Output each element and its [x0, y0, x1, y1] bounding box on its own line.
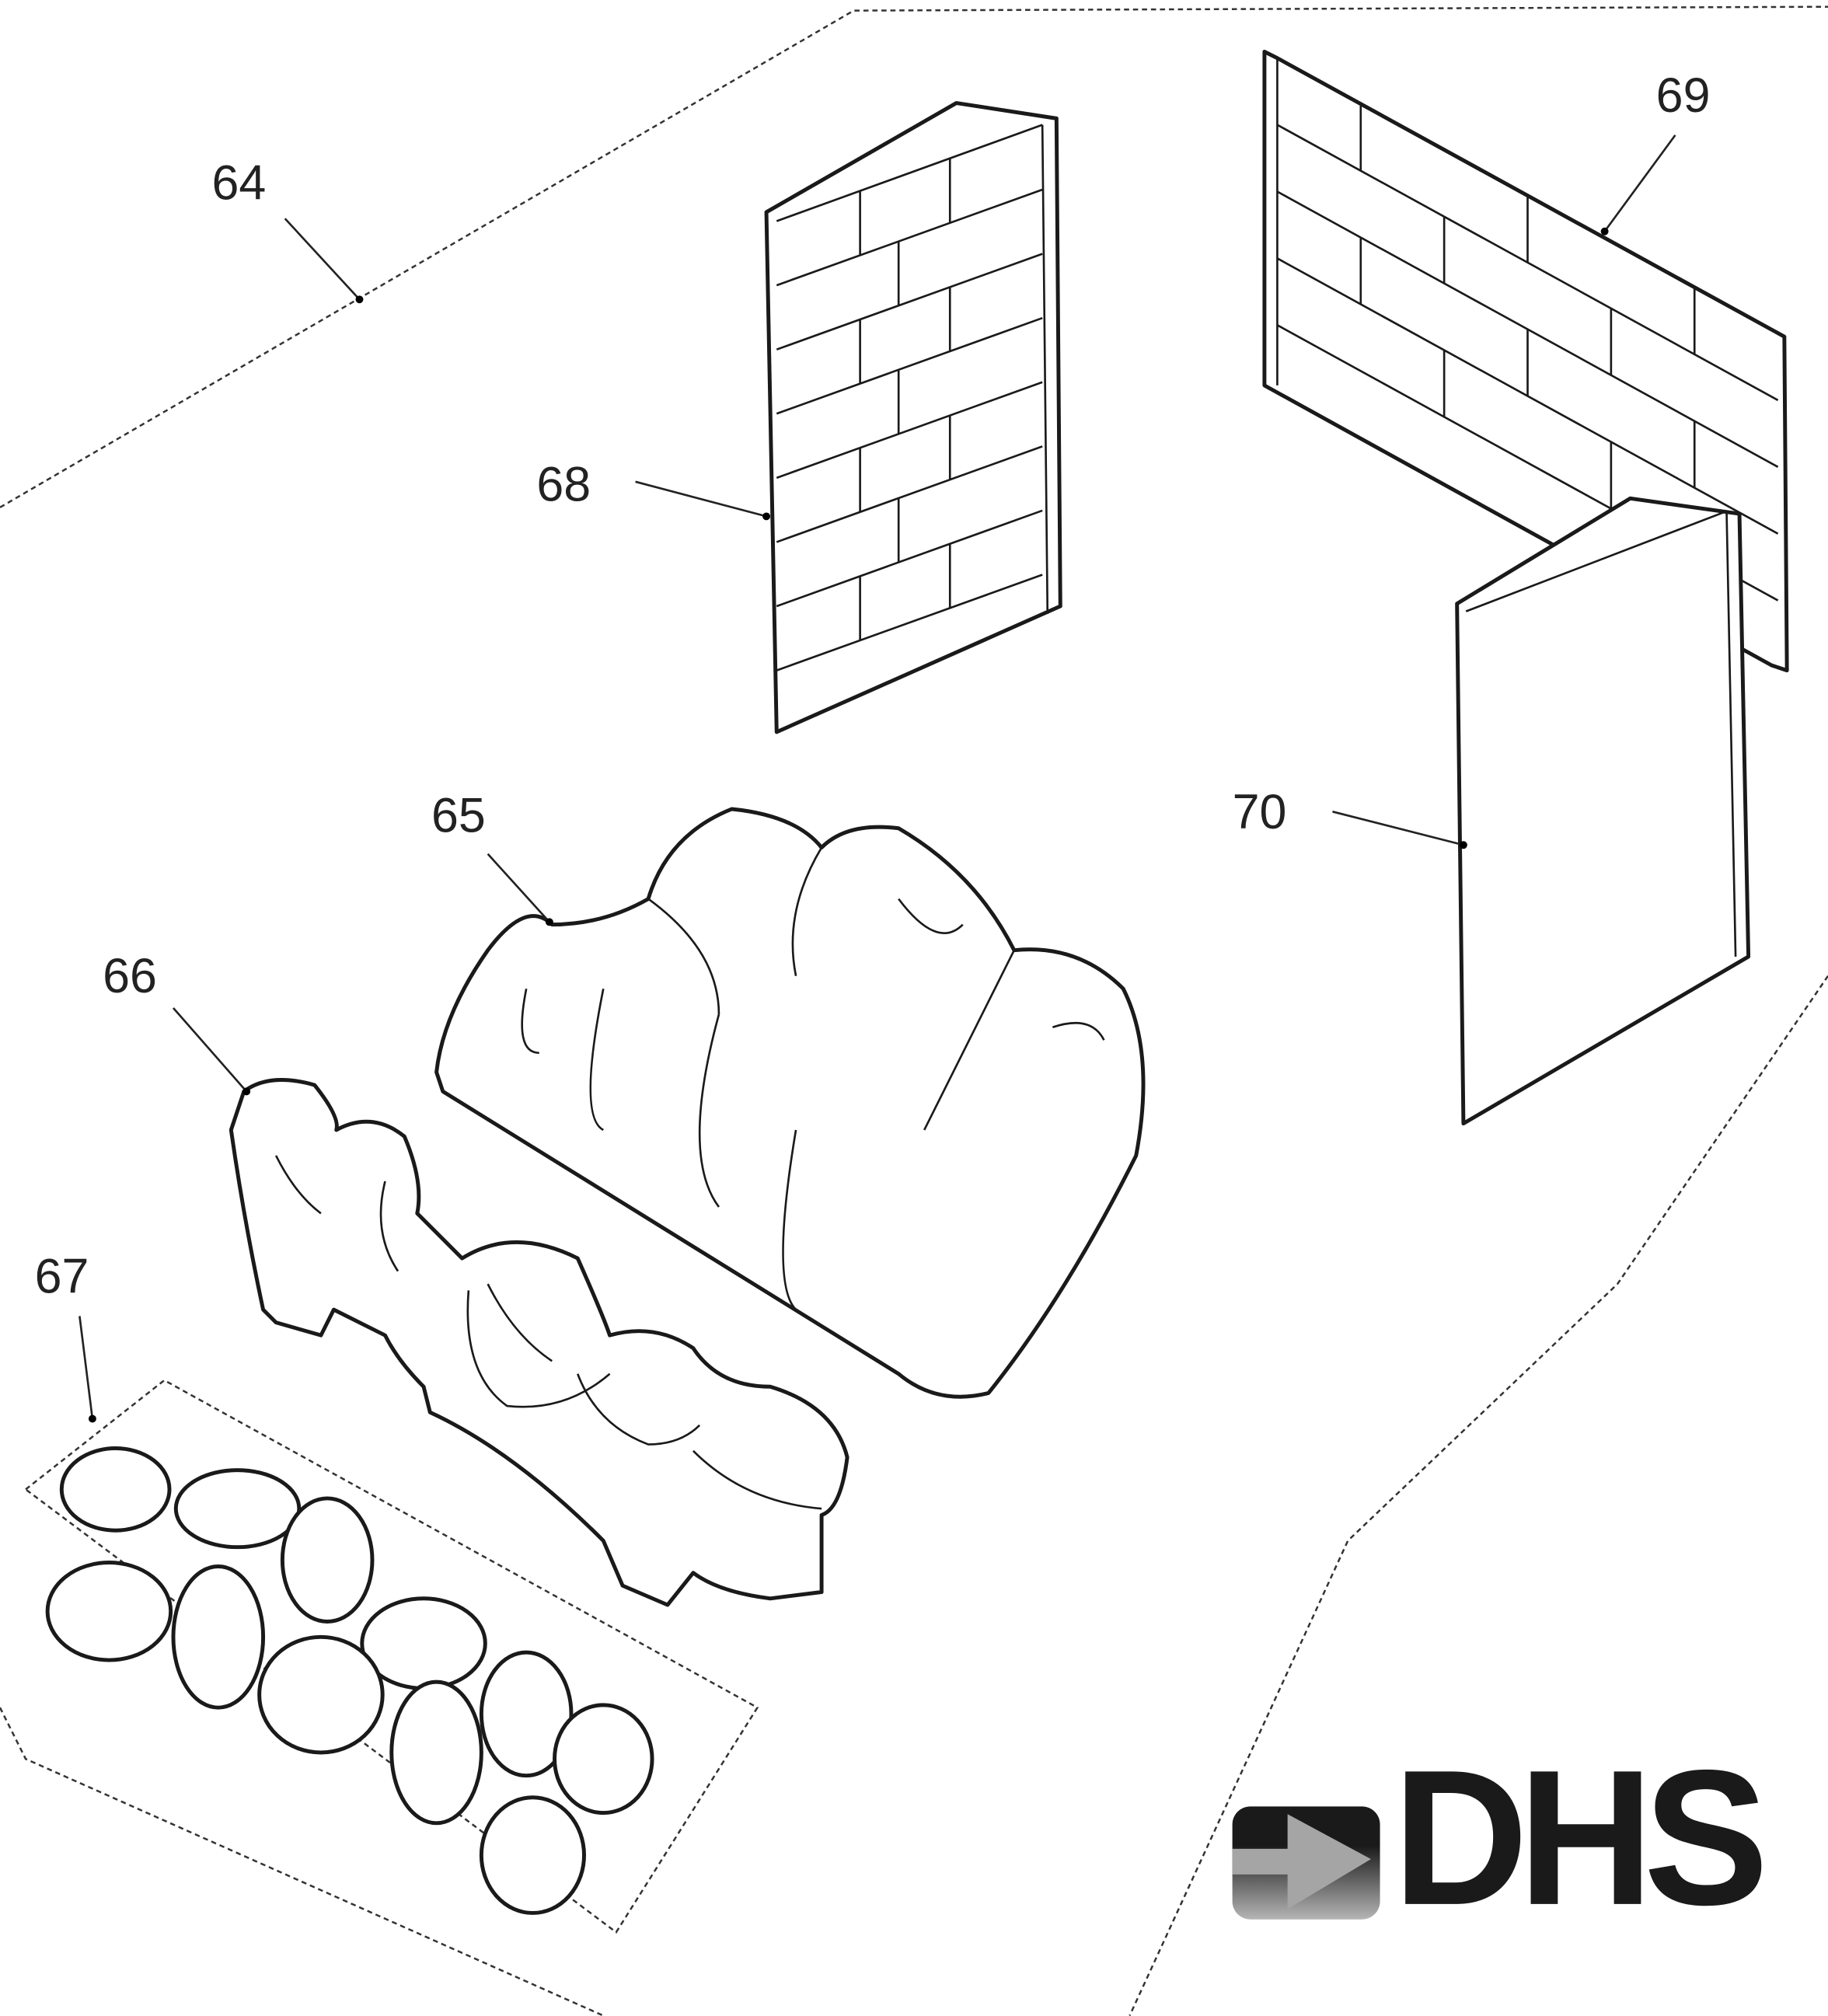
- embers: [24, 1379, 759, 1934]
- brick-joint: [776, 381, 1043, 480]
- dhs-logo: DHS: [1232, 1730, 1772, 1945]
- label-70: 70: [1233, 785, 1287, 839]
- ember-stone: [171, 1564, 266, 1710]
- brick-joint: [776, 574, 1043, 671]
- rear-log: [434, 807, 1146, 1399]
- label-66: 66: [103, 949, 157, 1003]
- label-69: 69: [1656, 68, 1711, 123]
- ember-stone: [553, 1703, 654, 1815]
- callouts: 64 65 66 67 68 69 70: [35, 68, 1711, 1423]
- label-65: 65: [431, 789, 486, 843]
- ember-stone: [45, 1561, 173, 1662]
- brick-joint: [776, 509, 1043, 608]
- label-67: 67: [35, 1250, 89, 1304]
- ember-stone: [479, 1650, 574, 1778]
- side-brick-panel: [764, 101, 1062, 734]
- brick-joint: [776, 253, 1043, 351]
- ember-stone: [59, 1446, 172, 1533]
- brick-joint: [776, 188, 1043, 287]
- ember-stone: [389, 1679, 483, 1826]
- base-outline: [0, 5, 1828, 2016]
- svg-text:DHS: DHS: [1393, 1730, 1762, 1945]
- ember-stone: [257, 1634, 385, 1755]
- label-68: 68: [536, 458, 591, 512]
- label-64: 64: [212, 155, 267, 210]
- ember-stone: [173, 1468, 302, 1550]
- brick-joint: [776, 445, 1043, 543]
- front-log: [228, 1078, 849, 1607]
- ember-stone: [280, 1496, 375, 1624]
- brick-joint: [776, 316, 1043, 415]
- ember-stone: [479, 1795, 586, 1915]
- side-plain-panel: [1455, 496, 1751, 1126]
